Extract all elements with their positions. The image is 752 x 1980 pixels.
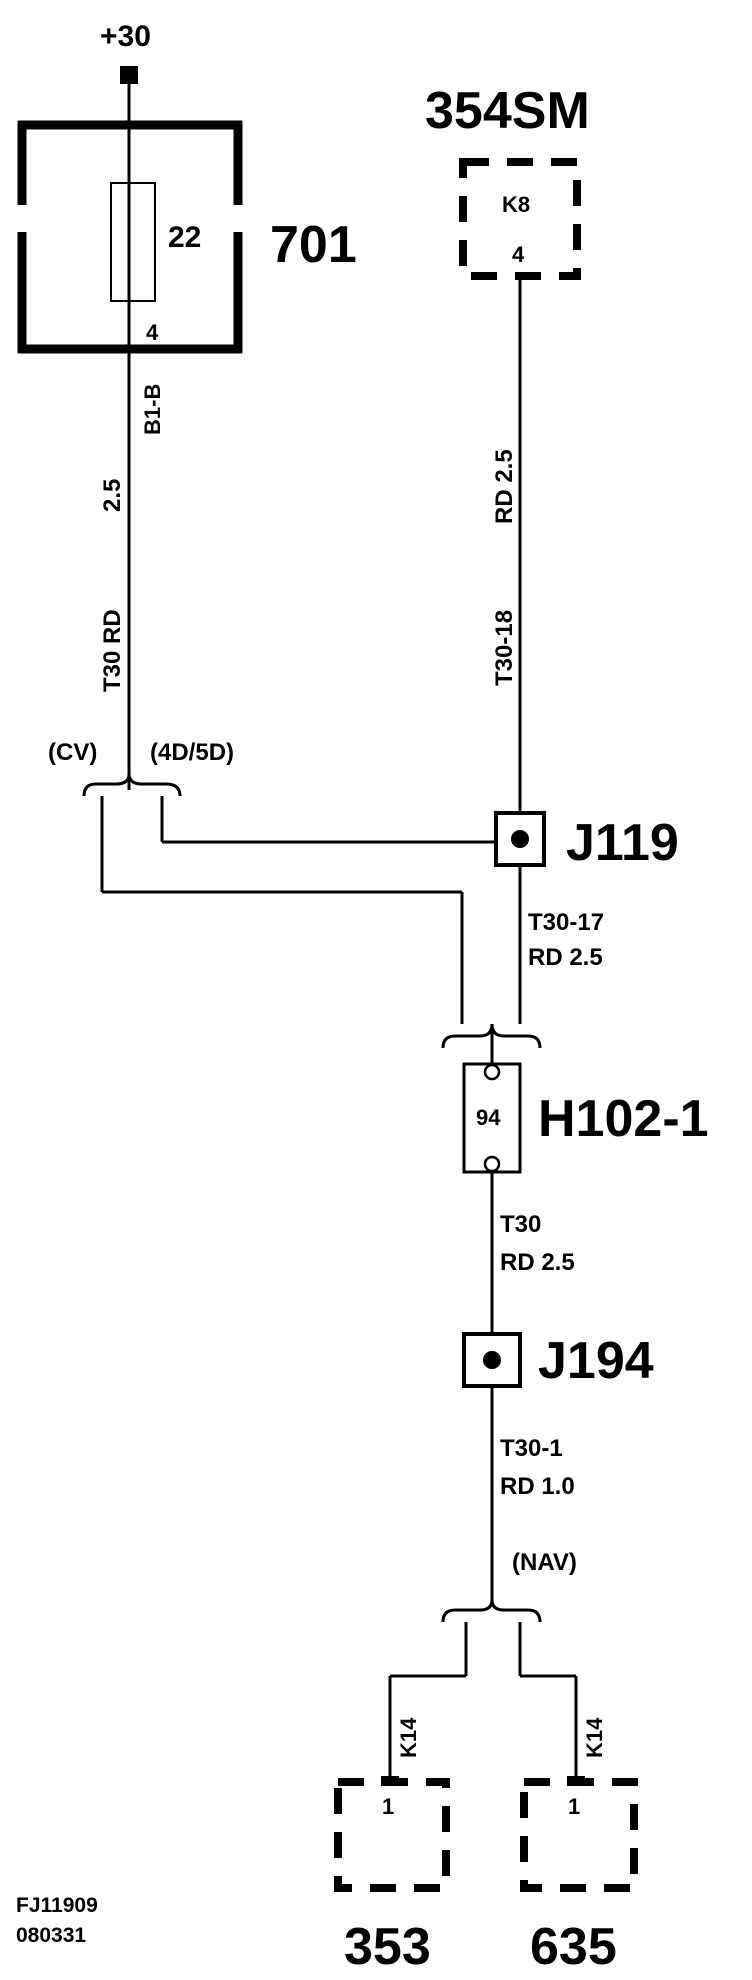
module-353-pin: 1 [382,1794,394,1819]
connector-h102-pin: 94 [476,1105,501,1130]
wire-h102-color: RD 2.5 [500,1249,575,1276]
wire-h102-code: T30 [500,1211,541,1238]
fuse-number: 22 [168,221,201,254]
variant-brace-top [82,773,182,797]
date-code: 080331 [16,1924,86,1947]
module-353-connector: K14 [396,1717,421,1758]
wire-j194-code: T30-1 [500,1435,563,1462]
power-label: +30 [100,20,151,53]
wire-j194-color: RD 1.0 [500,1473,575,1500]
connector-h102-pin-bottom [483,1155,501,1173]
module-354sm-connector: K8 [502,192,530,217]
fuse-22-symbol [110,182,156,302]
wire-left-code: T30 RD [99,609,126,692]
module-353-label: 353 [344,1918,431,1976]
fuse-pin-label: 4 [146,320,159,345]
wire-right-color-size: RD 2.5 [491,449,518,524]
variant-cv-label: (CV) [48,739,97,766]
wire-left-size: 2.5 [99,479,126,512]
fuse-box-label: 701 [270,216,357,274]
wire-right-code: T30-18 [491,610,518,686]
connector-h102-label: H102-1 [538,1090,709,1148]
module-635-label: 635 [530,1918,617,1976]
module-635-connector: K14 [582,1717,607,1758]
wire-j119-code: T30-17 [528,909,604,936]
splice-j119-label: J119 [566,814,679,872]
splice-j194-dot [483,1351,501,1369]
power-terminal [120,66,138,84]
figure-id: FJ11909 [16,1894,98,1917]
variant-nav-label: (NAV) [512,1549,577,1576]
nav-brace [441,1599,542,1623]
splice-j194-label: J194 [538,1332,654,1390]
module-354sm-label: 354SM [425,82,590,140]
splice-j119-dot [511,830,529,848]
fuse-box-701 [17,120,243,354]
variant-4d5d-label: (4D/5D) [150,739,234,766]
wire-j119-color: RD 2.5 [528,944,603,971]
module-354sm-pin: 4 [512,242,525,267]
module-635-pin: 1 [568,1794,580,1819]
connector-h102-pin-top [483,1063,501,1081]
fuse-connector-label: B1-B [140,384,165,435]
